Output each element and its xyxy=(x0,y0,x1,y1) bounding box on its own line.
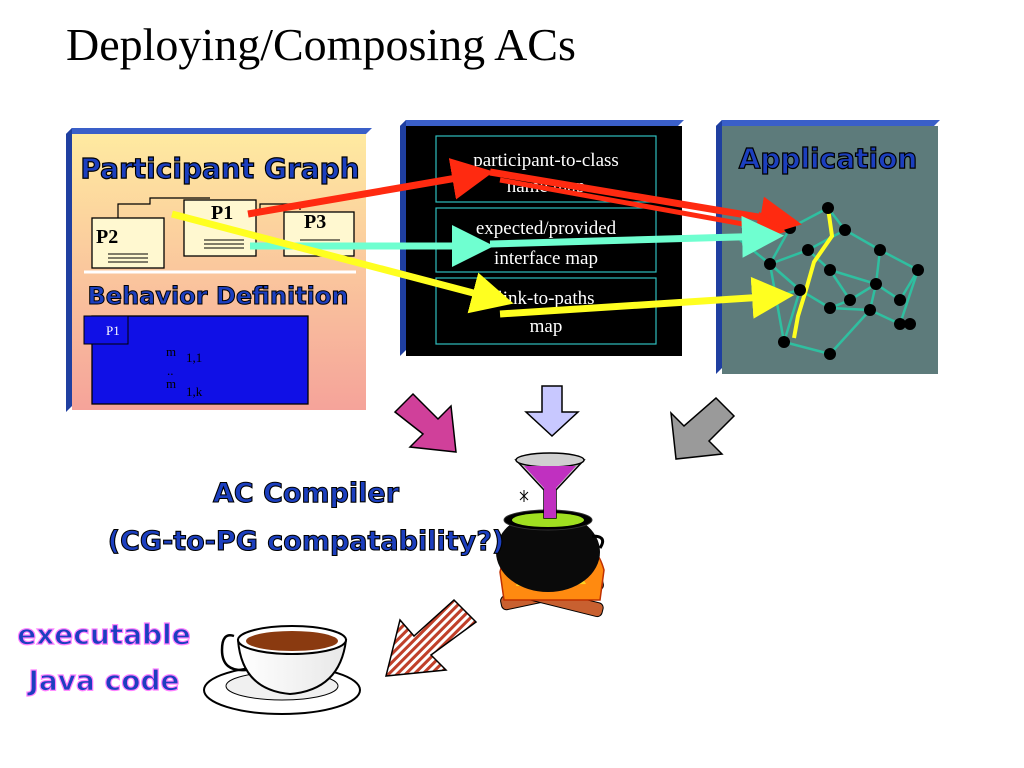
map-box-name xyxy=(435,135,657,203)
arrow-name-map-to-app-2 xyxy=(499,177,786,242)
behavior-definition-box xyxy=(83,315,309,405)
application-title: Application xyxy=(739,142,918,175)
p2-label: P2 xyxy=(96,226,118,248)
map-interface-line1: expected/provided xyxy=(476,218,617,239)
output-arrow xyxy=(385,598,478,677)
method-last-prefix: m xyxy=(166,376,176,391)
behavior-tab-label: P1 xyxy=(106,323,120,338)
compiler-label-line1: AC Compiler xyxy=(213,478,400,509)
participant-graph-title: Participant Graph xyxy=(80,152,359,185)
p1-label: P1 xyxy=(211,202,233,224)
arrow-name-map-to-app xyxy=(489,168,802,239)
output-label-line2: Java code xyxy=(26,664,179,697)
cauldron-illustration xyxy=(496,452,605,618)
method-first-prefix: m xyxy=(166,344,176,359)
method-ellipsis: .. xyxy=(167,363,174,378)
arrow-interface-map-to-app xyxy=(489,215,784,258)
behavior-definition-title: Behavior Definition xyxy=(88,282,349,310)
map-interface-line2: interface map xyxy=(494,248,598,269)
magenta-arrow xyxy=(393,392,457,453)
application-path xyxy=(792,207,835,339)
method-first-index: 1,1 xyxy=(186,350,202,365)
slide-title: Deploying/Composing ACs xyxy=(66,19,576,70)
output-label-line1: executable xyxy=(17,618,190,651)
coffee-cup-illustration xyxy=(203,625,361,715)
arrow-p1-to-name-map xyxy=(247,158,494,218)
arrow-p1p3-to-paths-map xyxy=(171,210,514,314)
mapping-arrows xyxy=(171,158,802,319)
lavender-arrow xyxy=(524,385,580,438)
method-last-index: 1,k xyxy=(186,384,203,399)
p3-label: P3 xyxy=(304,211,326,233)
arrow-paths-map-to-app xyxy=(499,276,794,319)
p2-node xyxy=(91,217,165,269)
map-paths-line1: link-to-paths xyxy=(497,288,594,309)
gray-arrow xyxy=(670,396,736,460)
compiler-label-line2: (CG-to-PG compatability?) xyxy=(108,526,505,557)
map-paths-line2: map xyxy=(530,316,563,337)
map-name-line1: participant-to-class xyxy=(473,150,619,171)
map-box-paths xyxy=(435,277,657,345)
